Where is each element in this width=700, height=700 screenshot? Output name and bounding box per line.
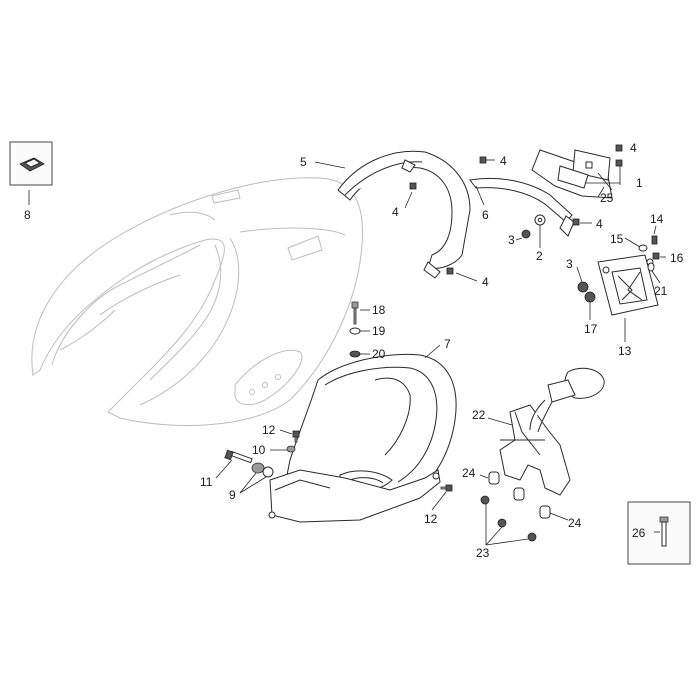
callout-2: 2 (536, 249, 543, 263)
callout-24-left: 24 (462, 466, 476, 480)
callout-9: 9 (229, 488, 236, 502)
callout-17: 17 (584, 322, 598, 336)
callout-16: 16 (670, 251, 684, 265)
detail-box-clip (9, 141, 53, 186)
rear-arch-support (337, 150, 471, 279)
callout-26: 26 (632, 526, 646, 540)
callout-10: 10 (252, 443, 266, 457)
nut-23-a (480, 495, 490, 505)
callout-22: 22 (472, 408, 486, 422)
washer-21 (647, 262, 655, 272)
callout-20: 20 (372, 347, 386, 361)
nut-3-right (577, 281, 589, 293)
washer-15 (638, 244, 648, 252)
nut-23-c (527, 532, 537, 542)
plate-light-mount (531, 149, 613, 199)
callout-4-top: 4 (500, 154, 507, 168)
tail-light-bracket (499, 404, 571, 496)
nut-17 (584, 291, 596, 303)
bolt-4-top (479, 156, 495, 164)
screw-12-bottom (440, 484, 453, 492)
screw-16 (652, 252, 660, 260)
license-plate-holder (597, 254, 659, 316)
bushing-24-b (513, 487, 525, 501)
nut-23-b (497, 518, 507, 528)
callout-3-top: 3 (508, 233, 515, 247)
callout-5: 5 (300, 155, 307, 169)
bushing-24-a (488, 471, 500, 485)
washer-2 (534, 214, 546, 226)
washer-20 (349, 350, 361, 358)
screw-18 (351, 301, 359, 325)
callout-12-top: 12 (262, 423, 276, 437)
callout-4-left: 4 (392, 205, 399, 219)
rear-mudguard (268, 354, 457, 523)
callout-19: 19 (372, 324, 386, 338)
bolt-4-mid (572, 218, 580, 226)
tail-light-unit (529, 367, 605, 433)
callout-3-right: 3 (566, 257, 573, 271)
bolt-4-bottom (446, 267, 454, 275)
callout-1: 1 (636, 176, 643, 190)
callout-6: 6 (482, 208, 489, 222)
callout-8: 8 (24, 208, 31, 222)
rear-body-shell-outline (31, 177, 363, 426)
callout-labels: 8 5 4 4 1 25 4 6 4 3 2 14 15 16 3 21 4 1… (24, 141, 684, 560)
spacer-9 (251, 462, 274, 478)
leader-lines (28, 161, 666, 546)
bolt-4-left (409, 182, 417, 190)
callout-15: 15 (610, 232, 624, 246)
detail-box-bolt (627, 501, 691, 565)
washer-19 (349, 327, 361, 335)
screw-12-top (292, 430, 300, 443)
callout-7: 7 (444, 337, 451, 351)
nut-3-top (521, 229, 531, 239)
curved-bracket (469, 177, 575, 237)
bolt-11 (224, 449, 253, 464)
callout-11: 11 (200, 475, 213, 489)
hardware (224, 144, 660, 542)
callout-24-right: 24 (568, 516, 582, 530)
bushing-24-c (539, 505, 551, 519)
callout-4-right-top: 4 (630, 141, 637, 155)
callout-18: 18 (372, 303, 386, 317)
callout-21: 21 (654, 284, 668, 298)
callout-4-mid: 4 (596, 217, 603, 231)
screw-14 (651, 235, 658, 245)
callout-25: 25 (600, 191, 614, 205)
bolt-4-right-top (615, 144, 623, 167)
callout-12-bottom: 12 (424, 512, 438, 526)
callout-14: 14 (650, 212, 664, 226)
callout-23: 23 (476, 546, 490, 560)
screw-10 (286, 445, 296, 453)
callout-13: 13 (618, 344, 632, 358)
callout-4-bottom: 4 (482, 275, 489, 289)
